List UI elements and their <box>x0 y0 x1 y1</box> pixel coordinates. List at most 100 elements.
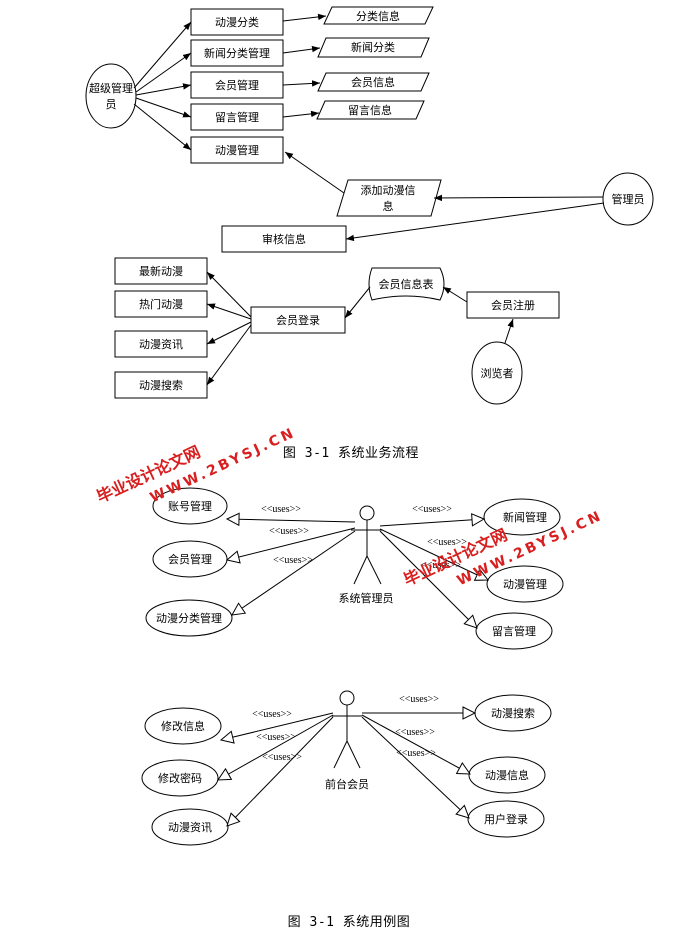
usecase-member: 前台会员 修改信息 修改密码 动漫资讯 <<uses>> <<uses>> <<… <box>141 690 552 930</box>
data-message-info <box>316 100 425 120</box>
uc2-uses-6: <<uses>> <box>396 748 436 759</box>
uc2-edge-edit-info <box>221 712 334 740</box>
case-news-mgmt-label: 新闻管理 <box>503 510 547 524</box>
edge-login-to-news <box>206 321 252 345</box>
uc2-uses-4: <<uses>> <box>399 694 439 705</box>
uc1-uses-4: <<uses>> <box>412 504 452 515</box>
uc1-edge-member <box>227 527 356 560</box>
case-change-password-label: 修改密码 <box>158 771 202 785</box>
case-anime-mgmt <box>486 565 564 603</box>
uc1-uses-5: <<uses>> <box>427 537 467 548</box>
box-member-register-label: 会员注册 <box>491 298 535 312</box>
box-review-info-label: 审核信息 <box>262 232 306 246</box>
uc2-uses-5: <<uses>> <box>395 727 435 738</box>
edge-category-to-info <box>282 13 327 22</box>
box-member-mgmt <box>190 71 284 99</box>
data-category-info-label: 分类信息 <box>356 9 400 23</box>
box-anime-mgmt-label: 动漫管理 <box>215 143 259 157</box>
uc1-uses-1: <<uses>> <box>261 504 301 515</box>
case-edit-info <box>144 707 222 745</box>
box-member-login-label: 会员登录 <box>276 313 320 327</box>
data-add-anime-info-label-2: 息 <box>383 199 394 213</box>
data-member-table-label: 会员信息表 <box>379 277 434 291</box>
case-message-mgmt-label: 留言管理 <box>492 624 536 638</box>
box-news-category-mgmt-label: 新闻分类管理 <box>204 46 270 60</box>
data-add-anime-info-label-1: 添加动漫信 <box>361 183 416 197</box>
uc2-uses-1: <<uses>> <box>252 709 292 720</box>
edge-newscat-to-data <box>282 45 321 54</box>
uc1-uses-2: <<uses>> <box>269 526 309 537</box>
uc1-edge-message <box>379 530 477 628</box>
super-admin-label-2: 员 <box>106 98 117 111</box>
box-latest-anime <box>114 257 208 285</box>
admin-label: 管理员 <box>612 192 645 206</box>
edge-admin-to-add-anime <box>433 194 604 202</box>
edge-register-to-table <box>442 286 468 303</box>
box-member-register <box>466 291 560 319</box>
case-message-mgmt <box>475 612 553 650</box>
edge-add-anime-to-mgmt <box>284 151 345 194</box>
box-hot-anime-label: 热门动漫 <box>139 297 183 311</box>
case-account-mgmt-label: 账号管理 <box>168 499 212 513</box>
actor-front-member-label: 前台会员 <box>325 777 369 791</box>
data-add-anime-info <box>336 179 442 217</box>
edge-login-to-hot <box>206 303 252 320</box>
box-news-category-mgmt <box>190 39 284 67</box>
case-anime-category-mgmt-label: 动漫分类管理 <box>156 611 222 625</box>
edge-superadmin-news-category <box>135 52 192 93</box>
uc2-uses-3: <<uses>> <box>262 752 302 763</box>
case-anime-search-label: 动漫搜索 <box>491 706 535 720</box>
data-news-category <box>317 37 430 58</box>
actor-front-member <box>332 690 362 769</box>
box-message-mgmt-label: 留言管理 <box>215 110 259 124</box>
usecase-admin: 系统管理员 账号管理 会员管理 动漫分类管理 <<uses>> <<uses>>… <box>145 487 564 650</box>
edge-admin-to-review <box>345 202 605 242</box>
actor-system-admin <box>351 505 383 585</box>
actor-system-admin-label: 系统管理员 <box>339 591 394 605</box>
uc2-uses-2: <<uses>> <box>256 732 296 743</box>
case-anime-news-label: 动漫资讯 <box>168 820 212 834</box>
box-anime-mgmt <box>190 136 284 164</box>
data-news-category-label: 新闻分类 <box>351 40 395 54</box>
admin-node <box>602 172 654 226</box>
case-anime-news <box>151 808 229 846</box>
edge-superadmin-anime-category <box>133 21 192 89</box>
edge-superadmin-member-mgmt <box>135 83 192 96</box>
uc1-uses-3: <<uses>> <box>273 555 313 566</box>
edge-login-to-latest <box>206 271 252 318</box>
edge-member-to-data <box>282 80 321 87</box>
uc1-uses-6: <<uses>> <box>421 560 461 571</box>
box-latest-anime-label: 最新动漫 <box>139 264 183 278</box>
box-member-mgmt-label: 会员管理 <box>215 78 259 92</box>
box-review-info <box>221 225 347 253</box>
business-flow: 超级管理 员 动漫分类 新闻分类管理 会员管理 留言管理 动漫管理 分类信息 新… <box>85 6 654 461</box>
box-anime-search <box>114 371 208 399</box>
box-anime-category-label: 动漫分类 <box>215 15 259 29</box>
visitor-label: 浏览者 <box>481 366 514 380</box>
case-account-mgmt <box>152 487 228 525</box>
edge-login-to-search <box>206 324 252 386</box>
super-admin-label-1: 超级管理 <box>89 81 133 95</box>
case-user-login-label: 用户登录 <box>484 812 528 826</box>
visitor-node <box>471 341 523 405</box>
box-hot-anime <box>114 290 208 318</box>
super-admin-node <box>85 63 137 129</box>
case-anime-mgmt-label: 动漫管理 <box>503 577 547 591</box>
uc2-edge-change-password <box>218 714 334 780</box>
uc2-edge-anime-info <box>361 714 470 774</box>
edge-visitor-to-register <box>504 318 514 344</box>
box-member-login <box>250 306 346 334</box>
case-anime-info-label: 动漫信息 <box>485 768 529 782</box>
usecase-caption: 图 3-1 系统用例图 <box>288 915 411 930</box>
case-edit-info-label: 修改信息 <box>161 719 205 733</box>
uc2-edge-user-login <box>361 716 469 818</box>
case-member-mgmt-label: 会员管理 <box>168 552 212 566</box>
box-anime-news-label: 动漫资讯 <box>139 337 183 351</box>
edge-message-to-data <box>282 110 320 118</box>
edge-superadmin-message-mgmt <box>135 97 192 118</box>
uc1-edge-account <box>227 519 356 522</box>
case-user-login <box>467 800 545 838</box>
uc1-edge-anime-category <box>232 530 356 615</box>
data-member-table <box>368 267 445 301</box>
